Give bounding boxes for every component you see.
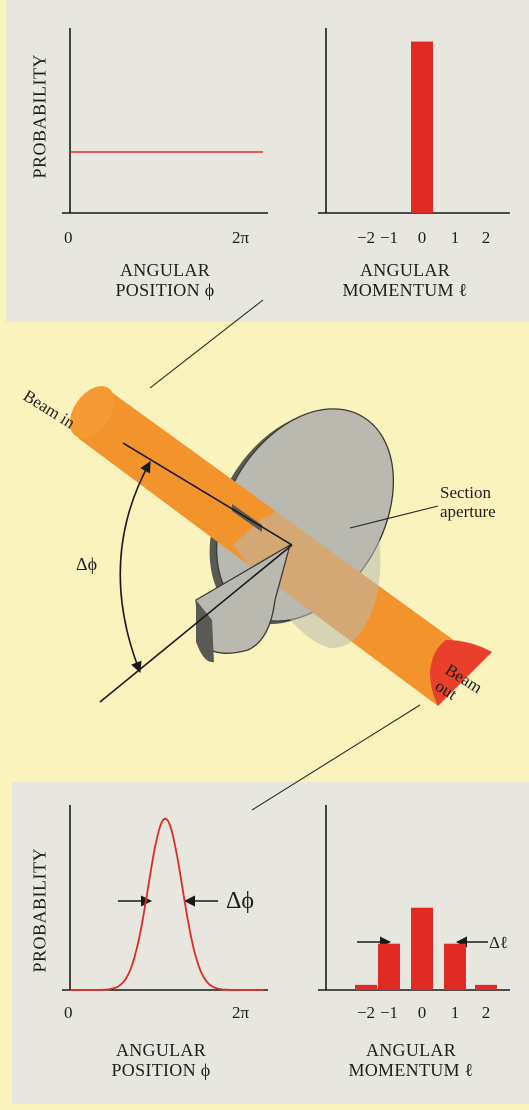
gaussian-probability-curve xyxy=(70,817,263,991)
bottom-right-tick-1: −1 xyxy=(379,1003,399,1022)
top-right-tick-2: 0 xyxy=(417,228,427,247)
delta-phi-arc xyxy=(119,461,151,674)
bottom-right-delta-l-label: Δℓ xyxy=(489,933,509,952)
bottom-right-bar-4 xyxy=(475,984,497,990)
top-right-title-line2: MOMENTUM ℓ xyxy=(342,280,468,300)
bottom-right-tick-3: 1 xyxy=(450,1003,460,1022)
bottom-right-tick-2: 0 xyxy=(417,1003,427,1022)
top-left-tick-start: 0 xyxy=(64,228,73,247)
bottom-right-bar-2 xyxy=(411,907,433,990)
bottom-left-delta-phi-label: Δϕ xyxy=(226,888,255,914)
bottom-connector-line xyxy=(251,704,421,811)
beam-diagram xyxy=(69,386,492,706)
bottom-right-bar-1 xyxy=(378,943,400,990)
section-edge-upper xyxy=(122,442,293,546)
aperture-lower-wedge-rim xyxy=(196,600,214,663)
top-right-tick-4: 2 xyxy=(481,228,491,247)
delta-phi-diagram-label: Δϕ xyxy=(76,554,98,574)
bottom-left-title-line2: POSITION ϕ xyxy=(111,1060,211,1080)
top-charts-panel xyxy=(6,0,529,322)
top-left-axis-title: ANGULAR POSITION ϕ xyxy=(90,260,240,300)
top-left-chart xyxy=(62,28,268,214)
bottom-left-tick-end: 2π xyxy=(232,1003,250,1022)
top-left-title-line1: ANGULAR xyxy=(119,260,211,280)
bottom-left-title-line1: ANGULAR xyxy=(115,1040,207,1060)
top-right-axis-title: ANGULAR MOMENTUM ℓ xyxy=(330,260,480,300)
bottom-left-axis-title: ANGULAR POSITION ϕ xyxy=(86,1040,236,1080)
aperture-leader-line xyxy=(349,505,439,529)
top-left-tick-end: 2π xyxy=(232,228,250,247)
top-right-tick-1: −1 xyxy=(379,228,399,247)
bottom-right-title-line2: MOMENTUM ℓ xyxy=(348,1060,474,1080)
top-right-title-line1: ANGULAR xyxy=(359,260,451,280)
bottom-left-ylabel: PROBABILITY xyxy=(29,847,50,973)
top-right-tick-0: −2 xyxy=(356,228,376,247)
bottom-right-tick-0: −2 xyxy=(356,1003,376,1022)
aperture-front-overlay xyxy=(233,470,381,649)
section-edge-lower xyxy=(99,544,293,703)
aperture-label: Section aperture xyxy=(440,483,496,521)
bottom-charts-panel xyxy=(12,782,529,1104)
bottom-left-chart xyxy=(62,805,268,991)
top-left-title-line2: POSITION ϕ xyxy=(115,280,215,300)
beam-in-end xyxy=(69,386,115,438)
top-right-chart xyxy=(318,28,510,214)
bottom-right-bar-3 xyxy=(444,943,466,990)
top-connector-line xyxy=(149,299,264,389)
top-left-ylabel: PROBABILITY xyxy=(29,53,50,179)
beam-out-face xyxy=(430,640,492,706)
top-right-tick-3: 1 xyxy=(450,228,460,247)
aperture-label-line1: Section xyxy=(440,483,491,502)
bottom-left-tick-start: 0 xyxy=(64,1003,73,1022)
aperture-label-line2: aperture xyxy=(440,502,496,521)
bottom-right-title-line1: ANGULAR xyxy=(365,1040,457,1060)
top-right-bar-2 xyxy=(411,41,433,214)
bottom-right-chart xyxy=(318,805,510,991)
bottom-right-bar-0 xyxy=(355,984,377,990)
bottom-right-tick-4: 2 xyxy=(481,1003,491,1022)
bottom-right-axis-title: ANGULAR MOMENTUM ℓ xyxy=(336,1040,486,1080)
